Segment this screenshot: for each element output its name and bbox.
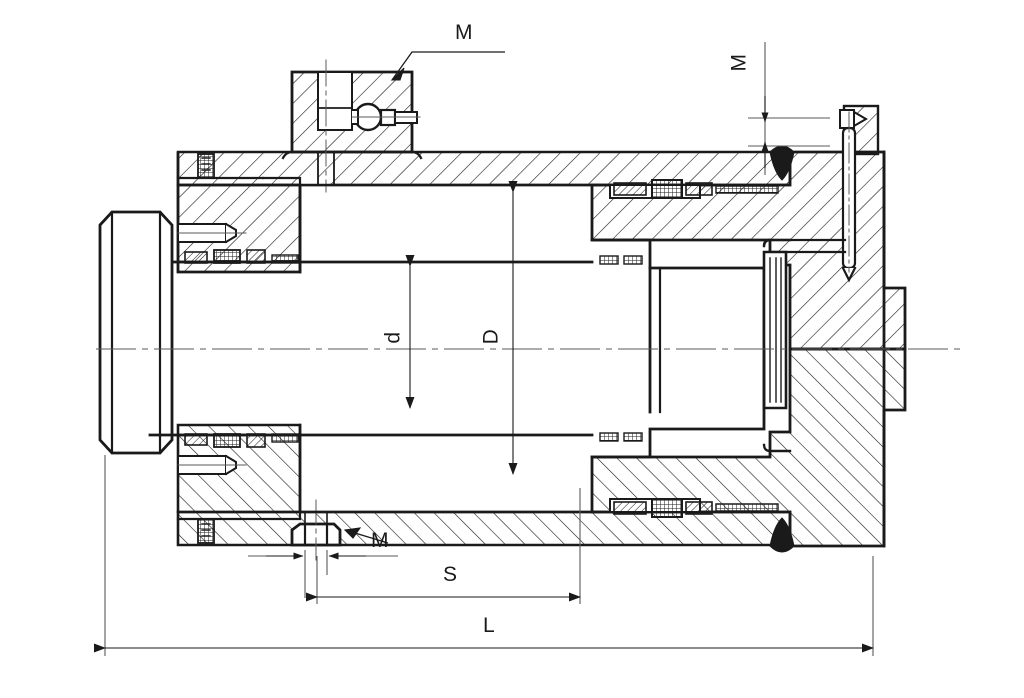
piston-seal-pack (609, 179, 779, 199)
cylinder-barrel (176, 150, 792, 187)
label-rod-diameter: d (381, 331, 405, 344)
dimension-overall-length (94, 455, 874, 656)
dimension-port-offset-right (748, 42, 830, 175)
label-stroke: S (443, 563, 458, 586)
rod-clevis-boss (98, 210, 174, 455)
dimension-port-offset-bottom (248, 550, 398, 598)
rod-wiper-seal-lower (197, 518, 215, 544)
leader-port-bottom (343, 527, 389, 544)
head-cap-bolt (177, 222, 247, 244)
rod-wiper-seal (197, 153, 215, 179)
piston-assembly (590, 238, 792, 414)
label-port-top: M (455, 21, 473, 44)
top-port-block (281, 59, 423, 193)
piston-assembly-lower (590, 347, 792, 459)
weld-seam-bottom (769, 517, 795, 553)
label-port-bottom: M (371, 529, 389, 552)
head-cap-bolt-lower (177, 454, 247, 476)
dimension-stroke (306, 488, 581, 604)
leader-port-top (390, 51, 505, 81)
label-overall-length: L (483, 614, 496, 637)
piston-seal-pack-lower (609, 498, 779, 518)
label-port-right: M (727, 53, 751, 72)
cylinder-barrel-lower (176, 510, 792, 547)
label-bore-diameter: D (479, 328, 503, 345)
bottom-port-block (290, 499, 342, 561)
